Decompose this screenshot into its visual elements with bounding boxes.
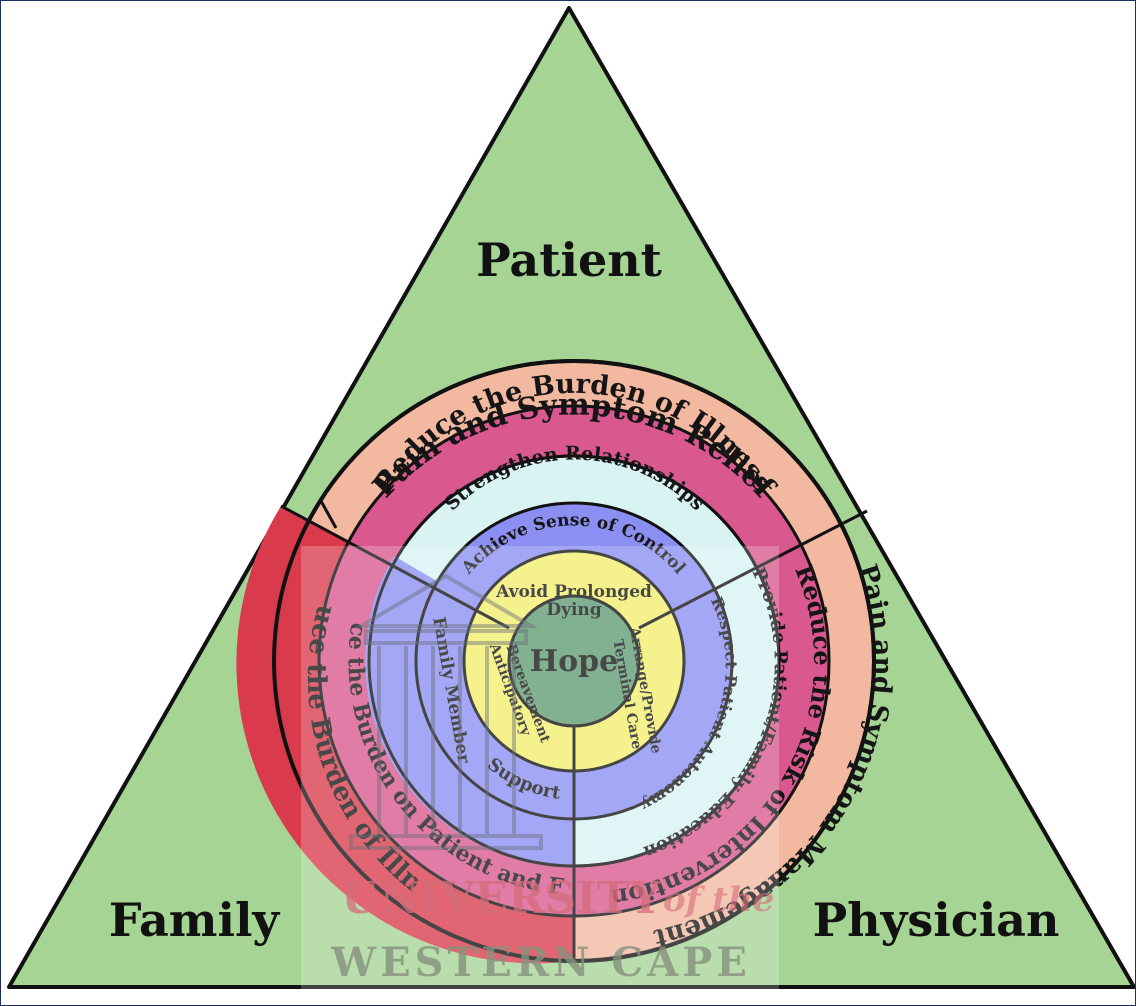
divider-right [638,509,868,630]
label-patient: Patient [476,233,663,287]
label-fifth-top-2: Dying [546,600,601,620]
divider-outer-top-left [319,500,338,529]
label-family: Family [109,893,281,947]
label-physician: Physician [813,893,1060,947]
label-center: Hope [530,644,618,679]
watermark-line1b: of the [663,880,774,920]
divider-left [280,504,510,630]
watermark-line2: WESTERN CAPE [330,939,751,986]
watermark-line1a: UNIVERSITY [341,873,662,924]
label-fifth-top-1: Avoid Prolonged [495,582,652,602]
university-watermark: UNIVERSITY of the WESTERN CAPE [301,546,779,991]
building-emblem [349,573,543,850]
